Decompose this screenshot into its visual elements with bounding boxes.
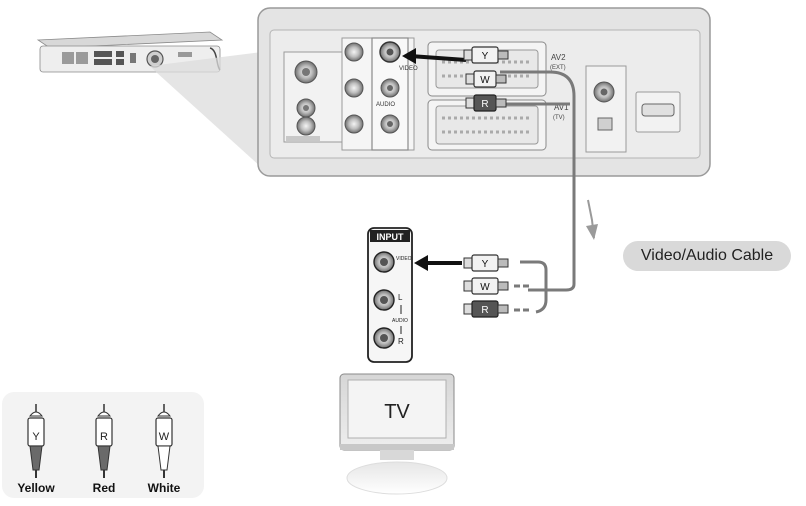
legend-plug-white-icon — [155, 404, 173, 478]
scart-av2-label: AV2 — [551, 53, 566, 62]
legend-letter-white: W — [159, 431, 170, 443]
tv-input-panel: INPUT VIDEO L AUDIO R — [367, 227, 413, 363]
scart-av1-label: AV1 — [554, 103, 569, 112]
legend-letter-yellow: Y — [32, 431, 40, 443]
scart-section: AV2 (EXT) AV1 (TV) — [427, 41, 569, 151]
legend-plug-red-icon — [95, 404, 113, 478]
scart-av2-sub: (EXT) — [550, 65, 566, 71]
legend-label-yellow: Yellow — [17, 481, 55, 495]
panel-plug-yellow-letter: Y — [482, 51, 489, 62]
scart-av1-sub: (TV) — [553, 115, 565, 121]
tv-label: TV — [384, 401, 410, 423]
rf-antenna-section — [283, 51, 343, 143]
legend-label-red: Red — [93, 481, 116, 495]
tv-set: TV — [339, 373, 455, 495]
panel-plug-red-letter: R — [481, 99, 488, 110]
av-cable-run — [498, 70, 598, 314]
tv-plug-yellow-letter: Y — [482, 259, 489, 270]
tv-right-label: R — [398, 337, 404, 346]
panel-plug-white: W — [465, 70, 507, 88]
right-connectors — [585, 65, 681, 153]
tv-input-header: INPUT — [377, 232, 405, 242]
tv-plug-yellow: Y — [463, 254, 509, 272]
tv-left-label: L — [398, 293, 403, 302]
panel-plug-white-letter: W — [480, 75, 490, 86]
legend-label-white: White — [148, 481, 181, 495]
panel-audio-label: AUDIO — [376, 102, 395, 108]
panel-insert-arrow — [402, 48, 467, 64]
tv-insert-arrow — [414, 255, 462, 271]
panel-video-label: VIDEO — [399, 66, 418, 72]
tv-plug-red-letter: R — [481, 305, 488, 316]
tv-plug-white-letter: W — [480, 282, 490, 293]
rear-panel: VIDEO AUDIO AV2 (EXT) AV1 (TV) — [257, 7, 711, 177]
cable-callout: Video/Audio Cable — [623, 241, 791, 271]
tv-video-label: VIDEO — [396, 256, 412, 262]
av-jack-section: VIDEO AUDIO — [341, 37, 418, 151]
panel-plug-yellow: Y — [463, 46, 509, 64]
legend-letter-red: R — [100, 431, 108, 443]
zoom-beam — [150, 52, 262, 168]
tv-plug-red: R — [463, 300, 509, 318]
panel-plug-red: R — [465, 94, 507, 112]
legend-plug-yellow-icon — [27, 404, 45, 478]
tv-audio-label: AUDIO — [392, 318, 408, 324]
tv-plug-white: W — [463, 277, 509, 295]
